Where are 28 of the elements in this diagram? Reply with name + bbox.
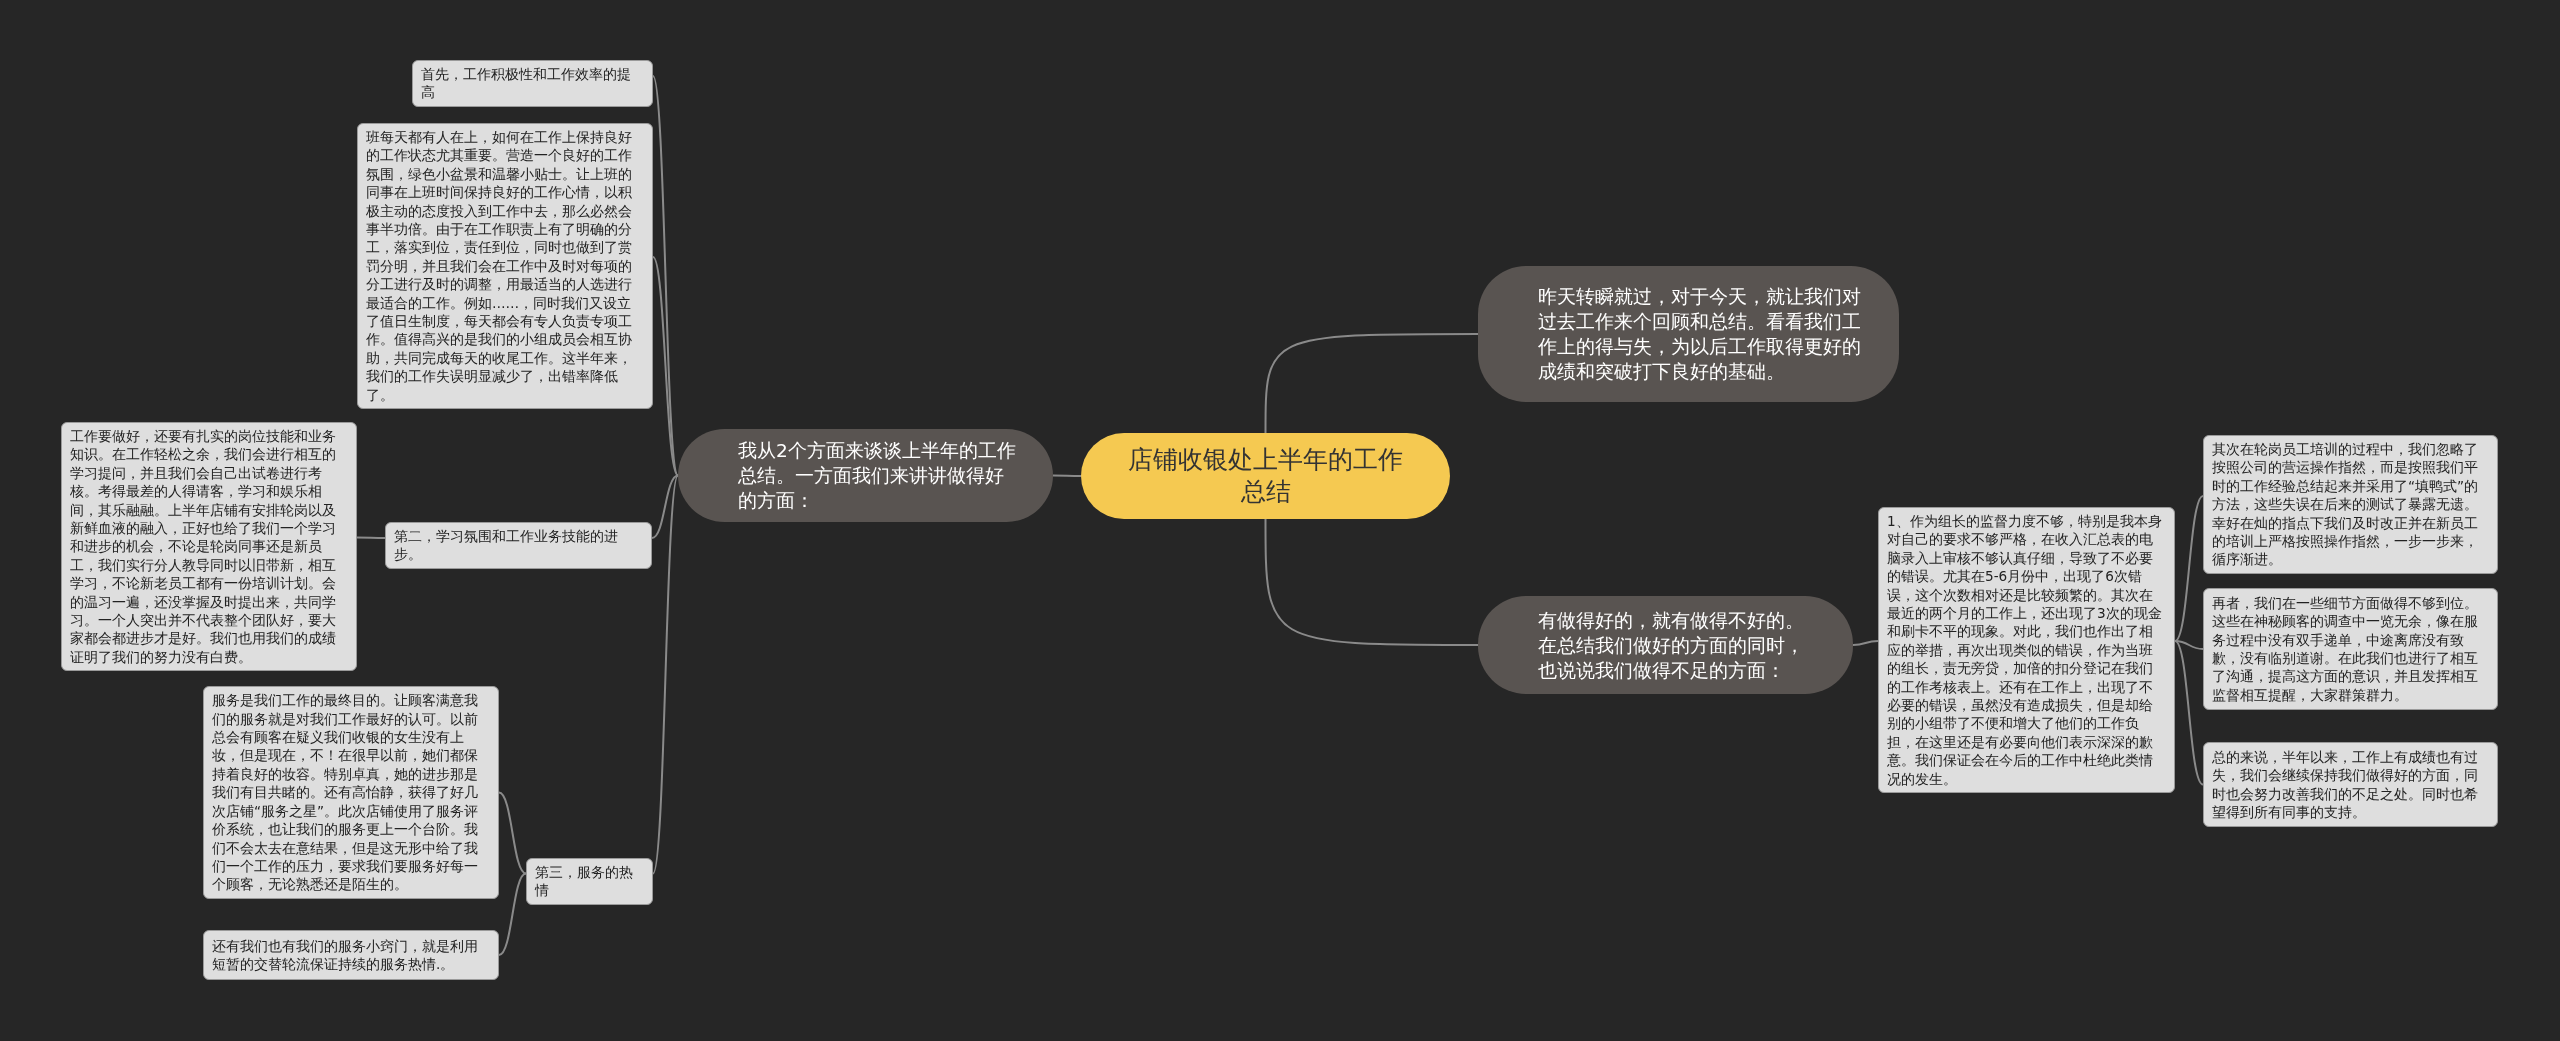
note-box: 再者，我们在一些细节方面做得不够到位。这些在神秘顾客的调查中一览无余，像在服务过程中没有双手递单，中途离席没有致歉，没有临别道谢。在此我们也进行了相互了沟通，提高这方面的意识，并且发挥相互监督相互提醒，大家群策群力。 [2203, 588, 2498, 710]
connector-line [1052, 474, 1082, 477]
connector-line [498, 872, 527, 956]
note-box: 还有我们也有我们的服务小窍门，就是利用短暂的交替轮流保证持续的服务热情.。 [203, 930, 499, 980]
note-box: 其次在轮岗员工培训的过程中，我们忽略了按照公司的营运操作指然，而是按照我们平时的工作经验总结起来并采用了“填鸭式”的方法，这些失误在后来的测试了暴露无遗。幸好在灿的指点下我们及时改正并在新员工的培训上严格按照操作指然，一步一步来，循序渐进。 [2203, 435, 2498, 574]
connector-line [1264, 518, 1479, 646]
note-box: 第二，学习氛围和工作业务技能的进步。 [385, 522, 652, 569]
connector-line [652, 474, 679, 875]
connector-line [2174, 495, 2204, 642]
connector-line [1264, 333, 1479, 434]
note-box: 班每天都有人在上，如何在工作上保持良好的工作状态尤其重要。营造一个良好的工作氛围，绿色小盆景和温馨小贴士。让上班的同事在上班时间保持良好的工作心情，以积极主动的态度投入到工作中去，那么必然会事半功倍。由于在工作职责上有了明确的分工，落实到位，责任到位，同时也做到了赏罚分明，并且我们会在工作中及时对每项的分工进行及时的调整，用最适当的人选进行最适合的工作。例如……，同时我们又设立了值日生制度，每天都会有专人负责专项工作。值得高兴的是我们的小组成员会相互协助，共同完成每天的收尾工作。这半年来，我们的工作失误明显减少了，出错率降低了。 [357, 123, 653, 410]
connector-line [1852, 640, 1879, 646]
connector-line [498, 791, 527, 875]
note-box: 首先，工作积极性和工作效率的提高 [412, 60, 653, 107]
connector-line [2174, 640, 2204, 786]
note-box: 第三，服务的热情 [526, 858, 653, 905]
connector-line [356, 536, 386, 539]
central-topic-box: 店铺收银处上半年的工作总结 [1081, 433, 1450, 519]
note-box: 服务是我们工作的最终目的。让顾客满意我们的服务就是对我们工作最好的认可。以前总会有顾客在疑义我们收银的女生没有上妆，但是现在，不！在很早以前，她们都保持着良好的妆容。特别卓真，她的进步那是我们有目共睹的。还有高怡静，获得了好几次店铺“服务之星”。此次店铺使用了服务评价系统，也让我们的服务更上一个台阶。我们不会太去在意结果，但是这无形中给了我们一个工作的压力，要求我们要服务好每一个顾客，无论熟悉还是陌生的。 [203, 686, 499, 899]
branch-box: 我从2个方面来谈谈上半年的工作总结。一方面我们来讲讲做得好的方面： [678, 429, 1053, 522]
branch-box: 昨天转瞬就过，对于今天，就让我们对过去工作来个回顾和总结。看看我们工作上的得与失，为以后工作取得更好的成绩和突破打下良好的基础。 [1478, 266, 1899, 402]
note-box: 1、作为组长的监督力度不够，特别是我本身对自己的要求不够严格，在收入汇总表的电脑录入上审核不够认真仔细，导致了不必要的错误。尤其在5-6月份中，出现了6次错误，这个次数相对还是比较频繁的。其次在最近的两个月的工作上，还出现了3次的现金和刷卡不平的现象。对此，我们也作出了相应的举措，再次出现类似的错误，作为当班的组长，责无旁贷，加倍的扣分登记在我们的工作考核表上。还有在工作上，出现了不必要的错误，虽然没有造成损失，但是却给别的小组带了不便和增大了他们的工作负担，在这里还是有必要向他们表示深深的歉意。我们保证会在今后的工作中杜绝此类情况的发生。 [1878, 507, 2175, 794]
connector-line [651, 474, 679, 539]
connector-line [652, 256, 679, 477]
note-box: 总的来说，半年以来，工作上有成绩也有过失，我们会继续保持我们做得好的方面，同时也会努力改善我们的不足之处。同时也希望得到所有同事的支持。 [2203, 742, 2498, 827]
branch-box: 有做得好的，就有做得不好的。在总结我们做好的方面的同时，也说说我们做得不足的方面： [1478, 596, 1853, 694]
note-box: 工作要做好，还要有扎实的岗位技能和业务知识。在工作轻松之余，我们会进行相互的学习提问，并且我们会自己出试卷进行考核。考得最差的人得请客，学习和娱乐相间，其乐融融。上半年店铺有安排轮岗以及新鲜血液的融入，正好也给了我们一个学习和进步的机会，不论是轮岗同事还是新员工，我们实行分人教导同时以旧带新，相互学习，不论新老员工都有一份培训计划。会的温习一遍，还没掌握及时提出来，共同学习。一个人突出并不代表整个团队好，要大家都会都进步才是好。我们也用我们的成绩证明了我们的努力没有白费。 [61, 422, 357, 672]
connector-line [2174, 640, 2204, 650]
